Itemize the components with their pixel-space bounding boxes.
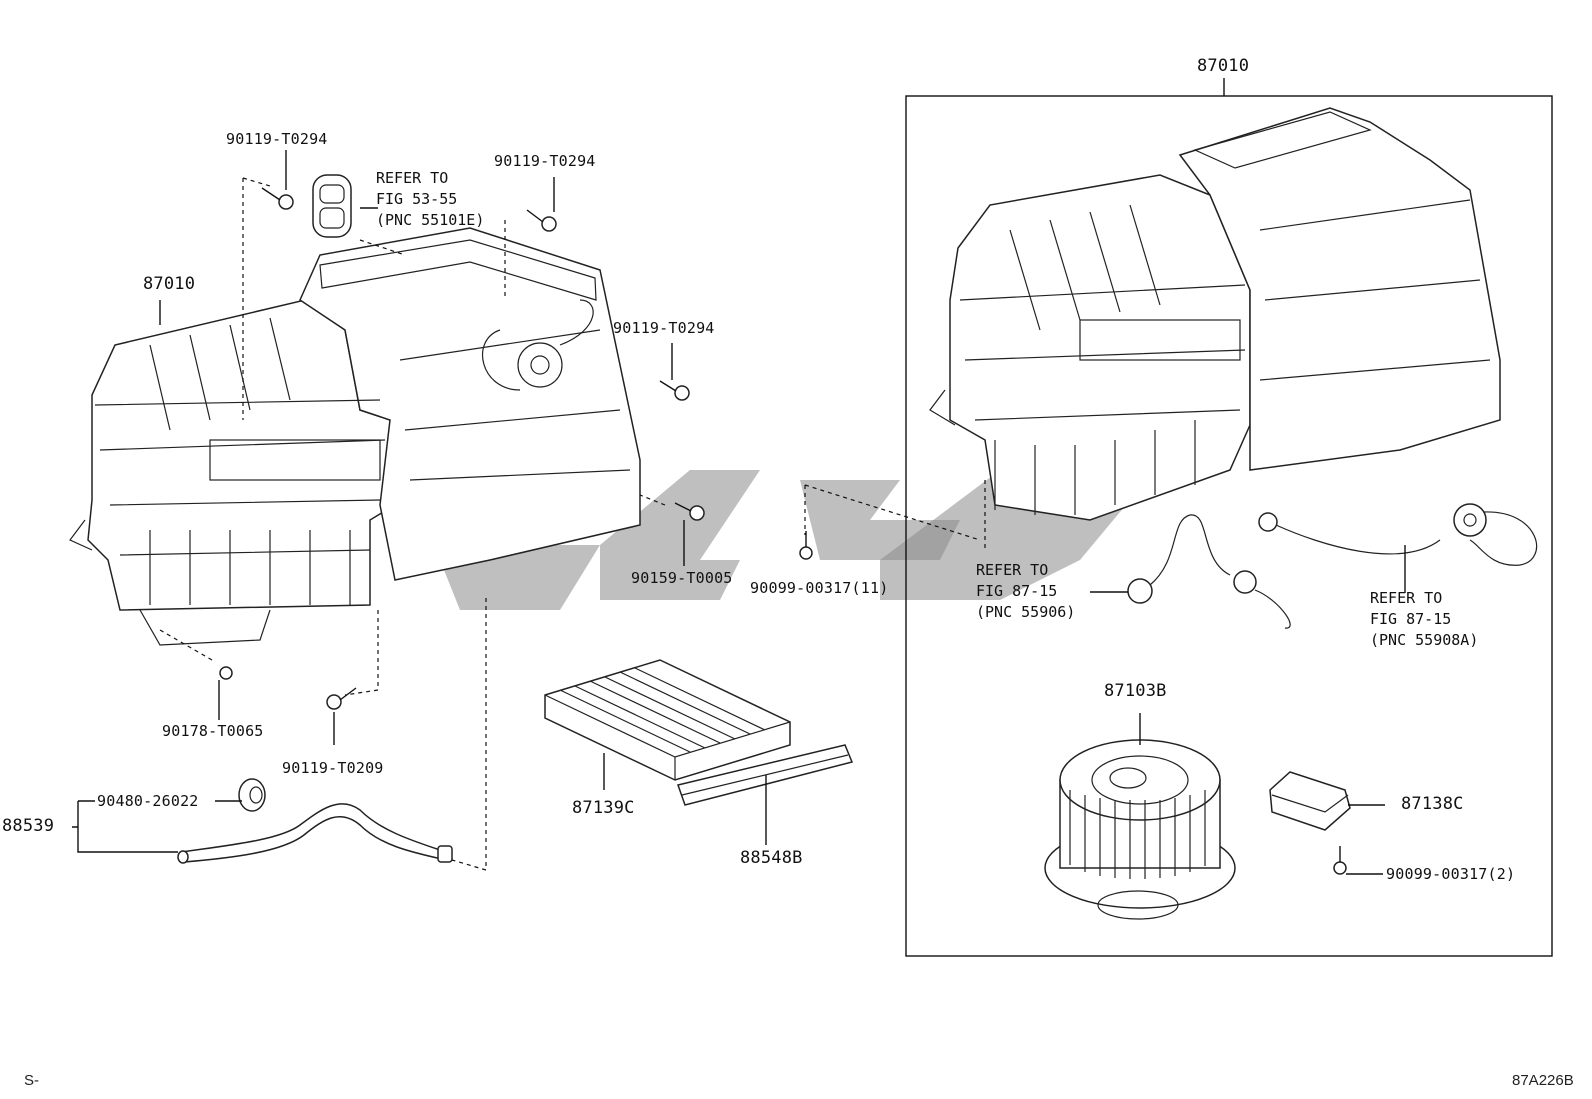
label-left-unit: 87010: [143, 274, 196, 294]
filter-holder: [677, 744, 854, 806]
label-resistor: 87138C: [1401, 794, 1464, 814]
hvac-unit-left: [69, 227, 641, 646]
note-refer-fig-87-15-a: REFER TO FIG 87-15 (PNC 55906): [976, 561, 1076, 621]
sensor-wires: [1127, 503, 1538, 629]
label-nut-bottom-left: 90178-T0065: [162, 722, 264, 740]
label-filter-holder: 88548B: [740, 848, 803, 868]
blower-motor: [1044, 739, 1236, 920]
footer-left: S-: [24, 1072, 39, 1089]
cabin-filter: [544, 659, 791, 781]
label-screw-right: 90099-00317(2): [1386, 865, 1516, 883]
hvac-unit-right: [929, 107, 1501, 521]
label-right-unit: 87010: [1197, 56, 1250, 76]
blower-resistor: [1269, 771, 1351, 831]
hose-assembly: [177, 778, 453, 864]
label-bolt-lower-mid: 90159-T0005: [631, 569, 733, 587]
label-filter: 87139C: [572, 798, 635, 818]
label-blower-motor: 87103B: [1104, 681, 1167, 701]
label-grommet: 90480-26022: [97, 792, 199, 810]
label-bolt-top-mid: 90119-T0294: [494, 152, 596, 170]
label-bolt-right-mid: 90119-T0294: [613, 319, 715, 337]
figure-code: 87A226B: [1512, 1072, 1574, 1089]
label-screw-center: 90099-00317(11): [750, 579, 889, 597]
dashed-lines: [159, 177, 986, 871]
note-refer-fig-87-15-b: REFER TO FIG 87-15 (PNC 55908A): [1370, 589, 1479, 649]
label-bolt-bottom-mid: 90119-T0209: [282, 759, 384, 777]
assembly-frame: [905, 95, 1553, 957]
leader-lines: [72, 150, 1406, 875]
label-hose-assy: 88539: [2, 816, 55, 836]
label-bolt-top-left: 90119-T0294: [226, 130, 328, 148]
seal-part: [312, 174, 352, 238]
note-refer-fig-53-55: REFER TO FIG 53-55 (PNC 55101E): [376, 169, 485, 229]
bolts: [219, 187, 1347, 875]
